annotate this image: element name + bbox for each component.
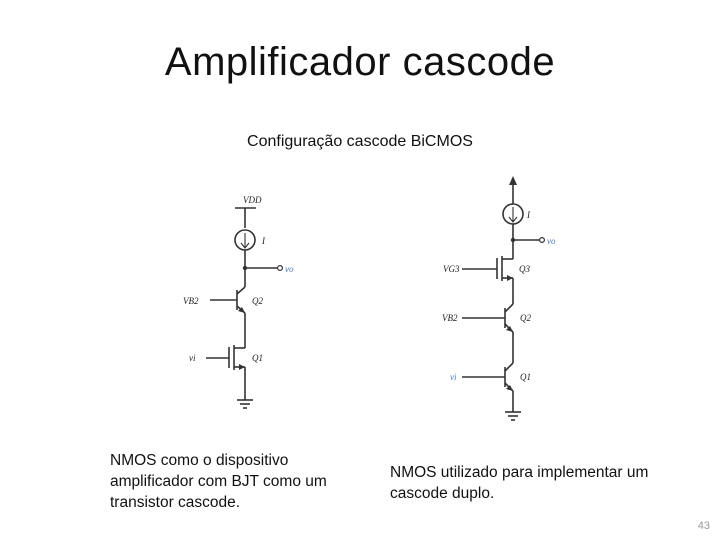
output-label: vo xyxy=(547,236,556,246)
current-source-label: I xyxy=(526,210,531,220)
caption-left: NMOS como o dispositivo amplificador com… xyxy=(110,452,327,511)
q1-emitter-arrow-icon xyxy=(506,385,513,391)
page-number: 43 xyxy=(697,520,710,532)
current-source-label: I xyxy=(261,236,266,246)
q2-label: Q2 xyxy=(252,296,263,306)
q1-source-arrow-icon xyxy=(239,364,245,370)
q2-emitter-arrow-icon xyxy=(506,326,513,332)
current-source-arrowhead xyxy=(508,216,518,223)
q1-collector xyxy=(504,362,514,372)
q2-vb-label: VB2 xyxy=(442,313,458,323)
slide-subtitle: Configuração cascode BiCMOS xyxy=(247,133,473,150)
left-circuit: VDD I vo VB2 Q2 vi Q1 xyxy=(183,195,294,409)
q2-emitter-arrow-icon xyxy=(238,307,245,313)
vdd-label: VDD xyxy=(243,195,262,205)
q2-collector xyxy=(236,286,246,295)
q2-collector xyxy=(504,303,514,313)
supply-arrow-icon xyxy=(509,176,517,185)
q3-source-arrow-icon xyxy=(507,275,513,281)
q1-label: Q1 xyxy=(252,353,263,363)
q1-vi-label: vi xyxy=(189,353,196,363)
caption-right: NMOS utilizado para implementar um casco… xyxy=(390,464,649,502)
output-terminal xyxy=(277,265,284,272)
slide-title: Amplificador cascode xyxy=(164,40,556,84)
output-terminal xyxy=(538,237,545,244)
output-label: vo xyxy=(285,264,294,274)
current-source-arrowhead xyxy=(240,242,250,249)
q1-vi-label: vi xyxy=(450,372,457,382)
q2-vb-label: VB2 xyxy=(183,296,199,306)
q2-label: Q2 xyxy=(520,313,531,323)
q3-vg-label: VG3 xyxy=(443,264,460,274)
q3-label: Q3 xyxy=(519,264,530,274)
right-circuit: I vo VG3 Q3 VB2 Q2 vi Q1 xyxy=(442,176,556,421)
q1-label: Q1 xyxy=(520,372,531,382)
